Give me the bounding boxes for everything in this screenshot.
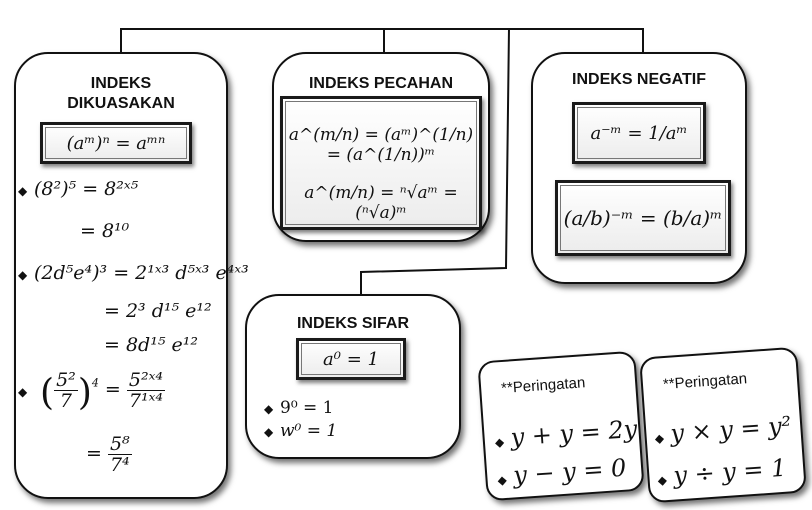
example-rhs: = 2³ d¹⁵ e¹² bbox=[104, 300, 212, 322]
rule-negatif-2: (a/b)⁻ᵐ = (b/a)ᵐ bbox=[563, 206, 723, 230]
formula-box-negatif-2: (a/b)⁻ᵐ = (b/a)ᵐ bbox=[555, 180, 731, 256]
note-line: ◆y − y = 0 bbox=[496, 454, 627, 491]
note-peringatan-2: **Peringatan ◆ y × y = y² ◆ y ÷ y = 1 bbox=[639, 346, 807, 504]
bullet-icon: ◆ bbox=[18, 184, 28, 198]
bullet-icon: ◆ bbox=[654, 431, 665, 446]
note-text: y + y = 2y bbox=[509, 414, 639, 452]
example-row: ◆ w⁰ = 1 bbox=[264, 421, 337, 441]
example-lhs: (8²)⁵ bbox=[34, 178, 77, 200]
example-row: = 8¹⁰ bbox=[80, 220, 129, 242]
formula-box-negatif-1: a⁻ᵐ = 1/aᵐ bbox=[572, 102, 706, 164]
fraction-den: 7⁴ bbox=[109, 454, 130, 476]
note-peringatan-1: **Peringatan ◆y + y = 2y ◆y − y = 0 bbox=[477, 350, 645, 502]
example-sifar-2: w⁰ = 1 bbox=[280, 421, 338, 441]
formula-box-dikuasakan: (aᵐ)ⁿ = aᵐⁿ bbox=[40, 122, 192, 164]
note-line: ◆ y ÷ y = 1 bbox=[656, 454, 787, 491]
note-text: y ÷ y = 1 bbox=[672, 453, 788, 490]
example-rhs: = 8²ˣ⁵ bbox=[82, 178, 139, 200]
example-lhs: (2d⁵e⁴)³ bbox=[34, 262, 108, 284]
bullet-icon: ◆ bbox=[18, 384, 28, 399]
paren-close: ) bbox=[77, 372, 92, 414]
note-title: **Peringatan bbox=[500, 374, 586, 398]
connector-left-drop bbox=[120, 28, 122, 52]
bullet-icon: ◆ bbox=[657, 473, 668, 488]
card-title: INDEKS PECAHAN bbox=[308, 75, 453, 92]
note-line: ◆ y × y = y² bbox=[654, 411, 793, 448]
rule-sifar: a⁰ = 1 bbox=[323, 348, 379, 370]
fraction-num: 5² bbox=[54, 369, 78, 391]
title-line-1: INDEKS bbox=[90, 75, 152, 92]
title-line-2: DIKUASAKAN bbox=[67, 95, 175, 112]
connector-top-bar bbox=[120, 28, 644, 30]
example-rhs: = 2¹ˣ³ d⁵ˣ³ e⁴ˣ³ bbox=[113, 262, 249, 284]
card-title: INDEKS DIKUASAKAN bbox=[16, 74, 226, 114]
fraction-num: 5²ˣ⁴ bbox=[126, 369, 165, 391]
connector-mid-drop bbox=[383, 28, 385, 52]
rule-negatif-1: a⁻ᵐ = 1/aᵐ bbox=[590, 122, 688, 144]
fraction-num: 5⁸ bbox=[107, 433, 132, 455]
bullet-icon: ◆ bbox=[494, 435, 505, 450]
paren-open: ( bbox=[40, 372, 55, 414]
example-row: ◆ 9⁰ = 1 bbox=[264, 398, 334, 418]
example-row: ◆ (2d⁵e⁴)³ = 2¹ˣ³ d⁵ˣ³ e⁴ˣ³ bbox=[18, 262, 249, 284]
example-row: ◆ (8²)⁵ = 8²ˣ⁵ bbox=[18, 178, 138, 200]
formula-box-sifar: a⁰ = 1 bbox=[296, 338, 406, 380]
fraction-den: 7¹ˣ⁴ bbox=[128, 390, 163, 412]
example-rhs: = 8¹⁰ bbox=[80, 220, 130, 242]
rule-dikuasakan: (aᵐ)ⁿ = aᵐⁿ bbox=[66, 132, 166, 154]
bullet-icon: ◆ bbox=[18, 268, 28, 282]
rule-pecahan-1: a^(m/n) = (aᵐ)^(1/n) = (a^(1/n))ᵐ bbox=[288, 125, 474, 165]
note-line: ◆ y + y = 2y bbox=[494, 414, 639, 453]
bullet-icon: ◆ bbox=[497, 472, 508, 488]
bullet-icon: ◆ bbox=[264, 425, 274, 439]
example-sifar-1: 9⁰ = 1 bbox=[280, 398, 334, 418]
card-title: INDEKS SIFAR bbox=[296, 315, 409, 332]
example-row: = 2³ d¹⁵ e¹² bbox=[104, 300, 212, 322]
example-row: = 8d¹⁵ e¹² bbox=[104, 334, 198, 356]
connector-right-drop bbox=[642, 28, 644, 52]
bullet-icon: ◆ bbox=[264, 402, 274, 416]
exponent: 4 bbox=[91, 376, 99, 390]
card-title: INDEKS NEGATIF bbox=[572, 71, 706, 88]
equals-sign: = bbox=[104, 378, 121, 401]
formula-box-pecahan: a^(m/n) = (aᵐ)^(1/n) = (a^(1/n))ᵐ a^(m/n… bbox=[280, 96, 482, 230]
rule-pecahan-2: a^(m/n) = ⁿ√aᵐ = (ⁿ√a)ᵐ bbox=[304, 183, 458, 223]
fraction-den: 7 bbox=[59, 390, 72, 412]
note-title: **Peringatan bbox=[662, 370, 748, 394]
note-text: y × y = y² bbox=[669, 411, 793, 448]
example-rhs: = 8d¹⁵ e¹² bbox=[104, 334, 198, 356]
equals-sign: = bbox=[86, 442, 102, 465]
note-text: y − y = 0 bbox=[512, 453, 628, 490]
